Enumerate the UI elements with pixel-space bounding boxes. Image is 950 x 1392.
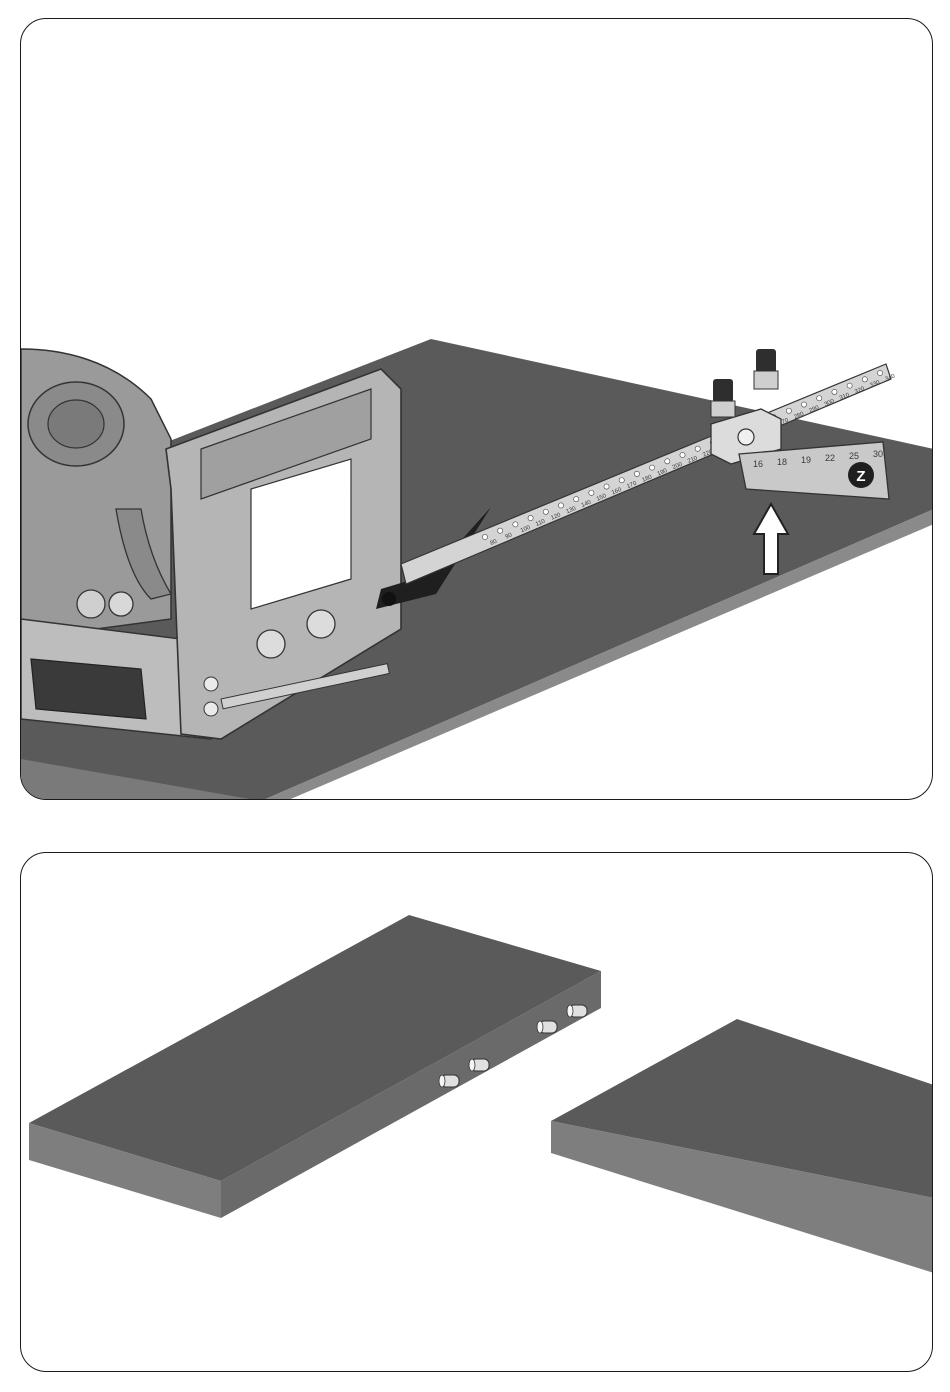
rail-hole [832,389,837,394]
figure-top-illustration: 8090100110120130140150160170180190200210… [21,19,933,800]
dowel [537,1021,557,1033]
rail-hole [786,408,791,413]
rail-hole [498,528,503,533]
dowel [439,1075,459,1087]
rail-hole [604,484,609,489]
stop-block-number: 22 [825,453,835,463]
rail-hole [877,370,882,375]
rail-hole [574,497,579,502]
rail-hole [847,383,852,388]
rail-hole [695,446,700,451]
figure-bottom-illustration [21,853,933,1372]
stop-block-number: 18 [777,457,787,467]
rail-hole [801,402,806,407]
left-board [29,915,601,1218]
rail-hole [680,452,685,457]
rail-hole [619,478,624,483]
hex-key-socket [382,592,396,606]
rail-hole [650,465,655,470]
stop-block-number: 25 [849,451,859,461]
rail-hole [665,459,670,464]
rail-hole [589,490,594,495]
stop-block-number: 16 [753,459,763,469]
rail-hole [862,377,867,382]
clamp-knob-left [713,379,733,403]
clamp-knob-right [756,349,776,373]
rail-hole [513,522,518,527]
dowel [469,1059,489,1071]
stop-block-logo-text: Z [856,468,865,485]
stop-block-number: 19 [801,455,811,465]
rail-hole [817,396,822,401]
rail-hole [558,503,563,508]
rail-hole [543,509,548,514]
rail-hole [482,534,487,539]
dowel [567,1005,587,1017]
rail-hole [528,515,533,520]
stop-block-number: 30 [873,449,883,459]
rail-hole [634,471,639,476]
right-board [551,1019,933,1273]
figure-bottom-panel [20,852,933,1372]
biscuit-joiner [21,349,401,739]
